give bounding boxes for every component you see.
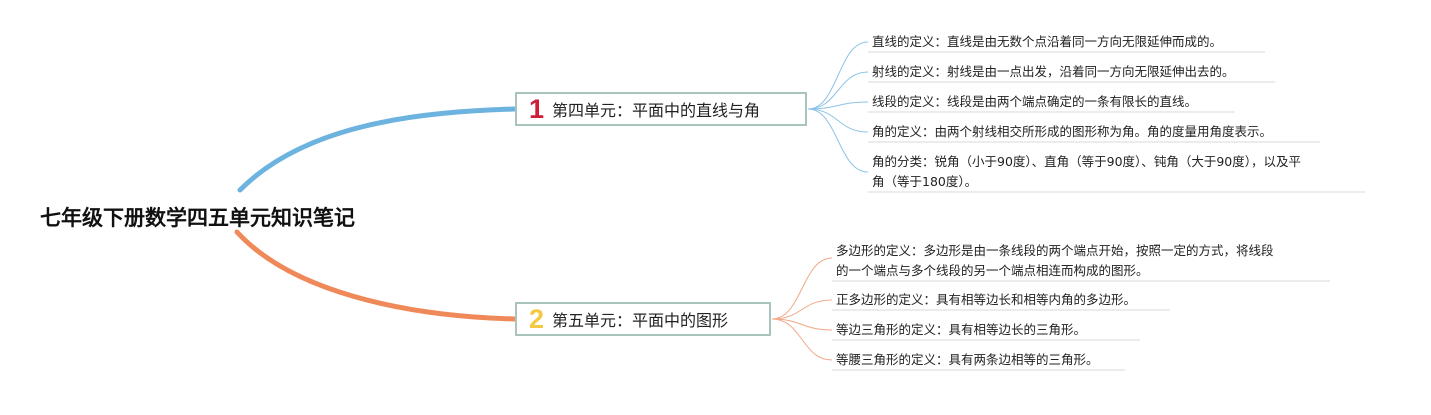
- unit4-leaf-connector: [807, 71, 869, 110]
- leaf-angle-classification[interactable]: 角的分类：锐角（小于90度）、直角（等于90度）、钝角（大于90度），以及平 角…: [872, 154, 1301, 189]
- leaf-equilateral-triangle-definition[interactable]: 等边三角形的定义：具有相等边长的三角形。: [836, 322, 1087, 337]
- leaf-isosceles-triangle-definition[interactable]: 等腰三角形的定义：具有两条边相等的三角形。: [836, 352, 1099, 367]
- leaf-ray-definition[interactable]: 射线的定义：射线是由一点出发，沿着同一方向无限延伸出去的。: [872, 64, 1235, 79]
- unit5-leaf-connector: [771, 257, 833, 320]
- unit4-leaf-connectors: [807, 41, 869, 173]
- root-topic[interactable]: 七年级下册数学四五单元知识笔记: [40, 206, 355, 230]
- unit4-leaf-connector: [807, 108, 869, 173]
- unit5-topic-label: 第五单元：平面中的图形: [552, 311, 729, 330]
- unit5-leaf-connector: [771, 299, 833, 320]
- unit4-topic[interactable]: 1 第四单元：平面中的直线与角: [515, 92, 807, 126]
- unit4-topic-label: 第四单元：平面中的直线与角: [552, 101, 761, 120]
- leaf-regular-polygon-definition[interactable]: 正多边形的定义：具有相等边长和相等内角的多边形。: [836, 292, 1137, 307]
- root-to-unit4-connector: [237, 106, 518, 193]
- unit4-leaf-connector: [807, 41, 869, 110]
- unit4-leaf-connector: [807, 108, 869, 133]
- unit4-leaf-connector: [807, 101, 869, 110]
- unit5-leaf-connector: [771, 318, 833, 361]
- unit5-leaf-connectors: [771, 257, 833, 361]
- number-1-marker: 1: [529, 94, 545, 124]
- number-2-marker: 2: [529, 304, 545, 334]
- root-to-unit5-connector: [234, 229, 518, 322]
- leaf-angle-definition[interactable]: 角的定义：由两个射线相交所形成的图形称为角。角的度量用角度表示。: [872, 124, 1273, 139]
- leaf-underlines: [832, 51, 1365, 371]
- leaf-polygon-definition[interactable]: 多边形的定义：多边形是由一条线段的两个端点开始，按照一定的方式，将线段 的一个端…: [836, 243, 1274, 278]
- leaf-segment-definition[interactable]: 线段的定义：线段是由两个端点确定的一条有限长的直线。: [872, 94, 1198, 109]
- unit5-leaf-connector: [771, 318, 833, 331]
- unit5-topic[interactable]: 2 第五单元：平面中的图形: [515, 302, 771, 336]
- leaf-line-definition[interactable]: 直线的定义：直线是由无数个点沿着同一方向无限延伸而成的。: [872, 34, 1223, 49]
